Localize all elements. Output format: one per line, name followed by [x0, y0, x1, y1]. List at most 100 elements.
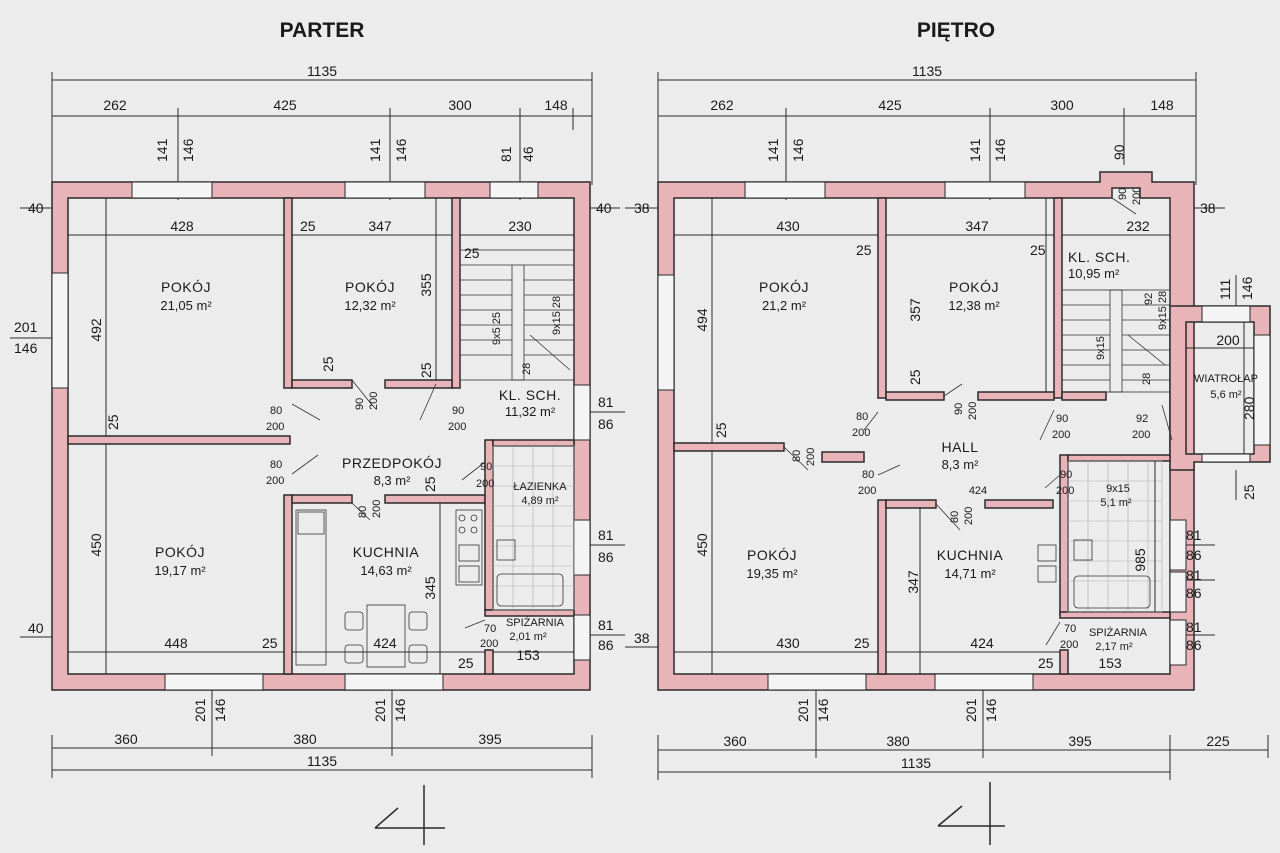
upper-wall-6 [885, 391, 945, 401]
ground-wall-thickness-4: 25 [320, 356, 336, 372]
upper-hall-width: 424 [969, 485, 987, 497]
ground-door-2-h: 200 [266, 475, 284, 487]
ground-door-5-h: 200 [476, 478, 494, 490]
upper-vestibule-height: 280 [1241, 396, 1257, 420]
ground-door-6-w: 80 [357, 506, 369, 518]
ground-wall-thickness-8: 25 [458, 655, 474, 671]
upper-stairs-label-a: 9x15 [1095, 336, 1107, 360]
ground-dining-table [366, 604, 406, 668]
ground-top-seg-3: 300 [448, 97, 472, 113]
ground-section-mark [374, 785, 445, 845]
upper-wall-10 [1061, 391, 1107, 401]
upper-window-1-width: 141 [765, 138, 781, 162]
upper-wall-12 [1067, 454, 1171, 462]
upper-door-labels: 80 200 80 200 90 200 90 200 92 200 80 20… [791, 402, 1150, 651]
upper-door-3-w: 90 [953, 403, 965, 415]
upper-bath-height: 985 [1132, 548, 1148, 572]
upper-window-top-1 [744, 181, 826, 199]
upper-door-5-h: 200 [1132, 429, 1150, 441]
upper-hall-area: 8,3 m² [942, 457, 980, 472]
upper-window-2-height: 146 [992, 138, 1008, 162]
upper-door-8-h: 200 [1056, 485, 1074, 497]
ground-door-3-h: 200 [368, 392, 380, 410]
upper-stairs-label-b: 9x15 28 [1157, 291, 1169, 330]
upper-right-top-dim: 38 [1200, 200, 1216, 216]
ground-room-2-area: 12,32 m² [344, 298, 396, 313]
ground-floor-title: PARTER [280, 19, 365, 42]
upper-room2-width: 347 [965, 218, 989, 234]
upper-washbasin [1073, 539, 1093, 561]
ground-washbasin [496, 539, 516, 561]
ground-bathtub [496, 573, 564, 607]
upper-door-9-w: 70 [1064, 623, 1076, 635]
upper-wall-2 [821, 451, 865, 463]
upper-wall-9 [984, 499, 1054, 509]
upper-window-bottom-1 [767, 673, 867, 691]
upper-door-1-h: 200 [805, 448, 817, 466]
upper-vestibule-name: WIATROŁAP [1194, 373, 1258, 385]
ground-top-seg-1: 262 [103, 97, 127, 113]
ground-room2-width: 347 [368, 218, 392, 234]
ground-wall-2 [283, 197, 293, 389]
upper-top-seg-1: 262 [710, 97, 734, 113]
ground-left-bottom-dim: 40 [28, 620, 44, 636]
ground-window-top-1 [131, 181, 213, 199]
ground-door-swings [291, 379, 486, 629]
upper-room4-height: 450 [694, 533, 710, 557]
ground-wall-5 [291, 379, 353, 389]
upper-room-labels: POKÓJ 21,2 m² POKÓJ 12,38 m² KL. SCH. 10… [746, 249, 1258, 653]
upper-vestibule-inner: 200 [1216, 332, 1240, 348]
upper-bottom-seg-3: 395 [1068, 733, 1092, 749]
ground-top-seg-2: 425 [273, 97, 297, 113]
ground-bottom-window-1b: 146 [212, 698, 228, 722]
ground-kitchen-width: 424 [373, 635, 397, 651]
ground-door-1-h: 200 [266, 421, 284, 433]
upper-right-window-1a: 81 [1186, 527, 1202, 543]
upper-top-total: 1135 [912, 63, 942, 79]
upper-door-7-h: 200 [963, 507, 975, 525]
upper-door-8-w: 90 [1060, 469, 1072, 481]
ground-right-top-dim: 40 [596, 200, 612, 216]
upper-room4-width: 430 [776, 635, 800, 651]
upper-bottom-window-2b: 146 [983, 698, 999, 722]
ground-bottom-window-2b: 146 [392, 698, 408, 722]
upper-vestibule-w2: 146 [1239, 276, 1255, 300]
upper-wall-thickness-1: 25 [856, 242, 872, 258]
ground-kitchen-area: 14,63 m² [360, 563, 412, 578]
upper-pantry-area: 2,17 m² [1095, 641, 1133, 653]
upper-bottom-window-2a: 201 [963, 698, 979, 722]
ground-room2-height: 355 [418, 273, 434, 297]
ground-hall-name: PRZEDPOKÓJ [342, 455, 442, 471]
upper-floor-plan: 1135 262 425 300 148 141 146 141 146 90 … [625, 63, 1271, 845]
upper-room-4-name: POKÓJ [747, 547, 797, 563]
ground-bottom-total: 1135 [307, 753, 337, 769]
upper-bottom-dimensions: 201 146 201 146 360 380 395 225 1135 [657, 690, 1269, 780]
ground-bottom-dimensions: 201 146 201 146 360 380 395 1135 [51, 690, 593, 778]
ground-wall-thickness-6: 25 [422, 476, 438, 492]
upper-kitchen-area: 14,71 m² [944, 566, 996, 581]
upper-bottom-window-1a: 201 [795, 698, 811, 722]
ground-room-1-area: 21,05 m² [160, 298, 212, 313]
upper-bottom-seg-4: 225 [1206, 733, 1230, 749]
ground-wall-thickness-5: 25 [418, 362, 434, 378]
ground-wall-4 [451, 197, 461, 389]
ground-window-top-2 [344, 181, 426, 199]
ground-door-labels: 80 200 80 200 90 200 90 200 90 200 80 20… [266, 392, 498, 650]
upper-bottom-window-1b: 146 [815, 698, 831, 722]
upper-wall-thickness-4: 25 [907, 369, 923, 385]
upper-floor-title: PIĘTRO [917, 19, 995, 42]
upper-window-top-2 [944, 181, 1026, 199]
upper-room-4-area: 19,35 m² [746, 566, 798, 581]
upper-wall-1 [673, 442, 785, 452]
upper-window-vestibule-top [1201, 305, 1251, 323]
ground-door-4-w: 90 [452, 405, 464, 417]
upper-room-2-name: POKÓJ [949, 279, 999, 295]
upper-room-1-area: 21,2 m² [762, 298, 807, 313]
ground-bottom-seg-2: 380 [293, 731, 317, 747]
ground-door-6-h: 200 [371, 500, 383, 518]
upper-vestibule-bottom: 25 [1241, 484, 1257, 500]
upper-room-1-name: POKÓJ [759, 279, 809, 295]
ground-pantry-area: 2,01 m² [509, 631, 547, 643]
ground-top-dimensions: 1135 262 425 300 148 141 146 141 146 81 … [51, 63, 593, 200]
